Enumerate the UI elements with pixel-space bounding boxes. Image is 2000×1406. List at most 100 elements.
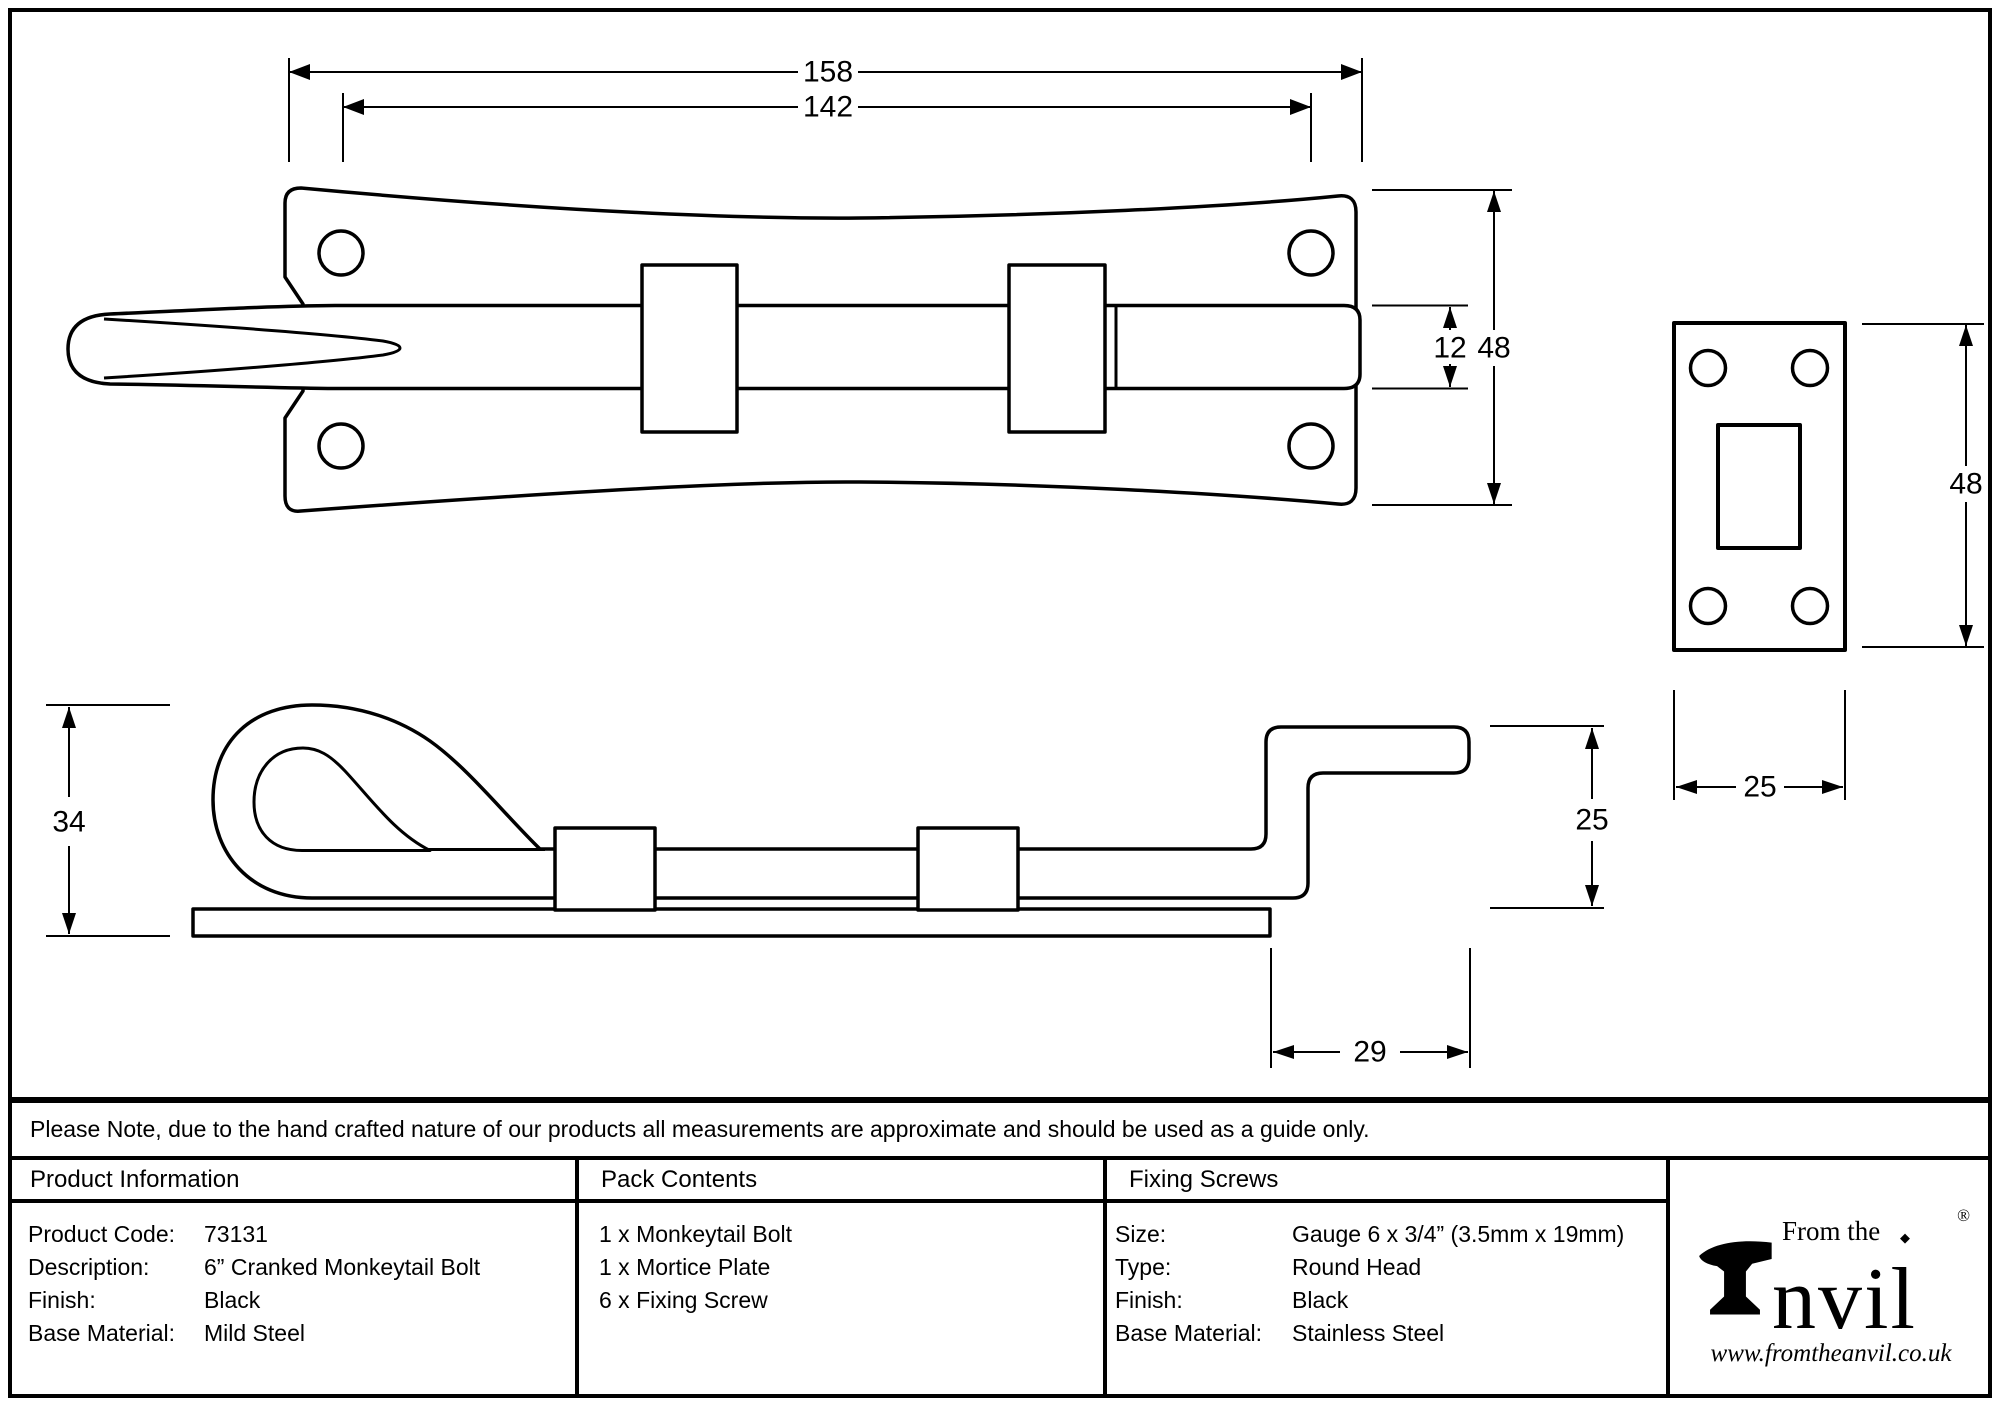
screw-hole <box>1790 586 1830 626</box>
row-label: Size: <box>1115 1221 1167 1247</box>
dimension-end-height: 34 <box>46 704 170 937</box>
dimension-crank-height: 25 <box>1490 725 1609 909</box>
from-the-anvil-logo: From the ◆ ® nvil www.fromtheanvil.co.uk <box>1696 1206 1970 1382</box>
list-item: 1 x Mortice Plate <box>599 1254 771 1280</box>
dim-mortice-height-label: 48 <box>1949 468 1982 501</box>
brand-cell: From the ◆ ® nvil www.fromtheanvil.co.uk <box>1670 1160 1992 1398</box>
row-value: Stainless Steel <box>1292 1320 1445 1346</box>
dim-hole-spacing-label: 142 <box>803 91 853 124</box>
row-value: Gauge 6 x 3/4” (3.5mm x 19mm) <box>1292 1221 1625 1247</box>
product-information-section: Product Information Product Code: 73131 … <box>8 1160 579 1398</box>
logo-website: www.fromtheanvil.co.uk <box>1710 1340 1952 1367</box>
side-view-drawing: 34 25 <box>46 703 1609 1069</box>
screw-hole <box>317 422 365 470</box>
screw-hole <box>317 229 365 277</box>
list-item: 1 x Monkeytail Bolt <box>599 1221 793 1247</box>
logo-prefix: From the <box>1782 1216 1881 1246</box>
arrowhead <box>1959 325 1973 346</box>
guide-block-side <box>916 826 1020 912</box>
arrowhead <box>1585 885 1599 906</box>
table-row: Base Material: Mild Steel <box>28 1317 575 1350</box>
row-value: Round Head <box>1292 1254 1422 1280</box>
arrowhead <box>343 99 364 115</box>
pack-contents-header: Pack Contents <box>579 1160 1103 1203</box>
bolt-slot <box>1716 423 1802 550</box>
screw-hole <box>1688 586 1728 626</box>
arrowhead <box>1341 64 1362 80</box>
row-label: Type: <box>1115 1254 1172 1280</box>
row-value: 6” Cranked Monkeytail Bolt <box>204 1254 481 1280</box>
diamond-icon: ◆ <box>1900 1230 1910 1245</box>
screw-hole <box>1790 348 1830 388</box>
row-value: 73131 <box>204 1221 268 1247</box>
guide-block <box>640 263 739 434</box>
arrowhead <box>1273 1045 1294 1059</box>
row-value: Mild Steel <box>204 1320 305 1346</box>
dimension-overall-width: 158 <box>289 56 1362 89</box>
dim-crank-length-label: 29 <box>1353 1036 1386 1069</box>
dim-overall-width-label: 158 <box>803 56 853 89</box>
dim-mortice-width-label: 25 <box>1743 771 1776 804</box>
monkeytail-curl-inner <box>252 746 432 852</box>
table-row: Description: 6” Cranked Monkeytail Bolt <box>28 1251 575 1284</box>
dimension-crank-length: 29 <box>1270 948 1471 1069</box>
row-label: Description: <box>28 1254 150 1280</box>
handle-blade-outline <box>103 317 402 380</box>
baseplate-side <box>191 907 1272 938</box>
arrowhead <box>1822 780 1843 794</box>
product-information-header: Product Information <box>8 1160 575 1203</box>
arrowhead <box>1443 307 1457 328</box>
section-title: Product Information <box>30 1165 240 1193</box>
list-item: 6 x Fixing Screw <box>599 1287 768 1313</box>
arrowhead <box>1676 780 1697 794</box>
table-row: Type: Round Head <box>1115 1251 1666 1284</box>
note-text: Please Note, due to the hand crafted nat… <box>30 1116 1370 1142</box>
arrowhead <box>62 913 76 934</box>
pack-contents-section: Pack Contents 1 x Monkeytail Bolt 1 x Mo… <box>579 1160 1107 1398</box>
arrowhead <box>1447 1045 1468 1059</box>
table-row: Product Code: 73131 <box>28 1218 575 1251</box>
row-value: Black <box>204 1287 261 1313</box>
dimension-mortice-width: 25 <box>1673 690 1846 804</box>
row-label: Base Material: <box>1115 1320 1263 1346</box>
anvil-icon <box>1699 1241 1772 1315</box>
fixing-screws-header: Fixing Screws <box>1107 1160 1666 1203</box>
arrowhead <box>1487 483 1501 504</box>
table-row: Size: Gauge 6 x 3/4” (3.5mm x 19mm) <box>1115 1218 1666 1251</box>
guide-block <box>1007 263 1107 434</box>
fixing-screws-section: Fixing Screws Size: Gauge 6 x 3/4” (3.5m… <box>1107 1160 1670 1398</box>
table-row: Base Material: Stainless Steel <box>1115 1317 1666 1350</box>
section-title: Pack Contents <box>601 1165 758 1193</box>
row-value: Black <box>1292 1287 1349 1313</box>
top-view-drawing: 158 142 <box>66 56 1512 513</box>
arrowhead <box>1959 625 1973 646</box>
screw-hole <box>1287 229 1335 277</box>
dimension-mortice-height: 48 <box>1862 323 1984 648</box>
dim-plate-height-label: 48 <box>1477 332 1510 365</box>
mortice-plate-drawing: 48 25 <box>1672 321 1984 804</box>
screw-hole <box>1688 348 1728 388</box>
arrowhead <box>62 707 76 728</box>
row-label: Product Code: <box>28 1221 176 1247</box>
row-label: Finish: <box>1115 1287 1183 1313</box>
row-label: Base Material: <box>28 1320 176 1346</box>
row-label: Finish: <box>28 1287 96 1313</box>
dim-end-height-label: 34 <box>52 806 85 839</box>
guide-block-side <box>553 826 657 912</box>
arrowhead <box>1290 99 1311 115</box>
section-title: Fixing Screws <box>1129 1165 1279 1193</box>
technical-drawing: 158 142 <box>46 56 1984 1069</box>
arrowhead <box>1443 366 1457 387</box>
dim-bolt-width-label: 12 <box>1433 332 1466 365</box>
dimension-plate-height: 48 <box>1372 189 1512 506</box>
table-row: Finish: Black <box>1115 1284 1666 1317</box>
dimension-hole-spacing: 142 <box>343 91 1311 124</box>
screw-hole <box>1287 422 1335 470</box>
cranked-bolt-side <box>211 703 1471 900</box>
logo-brand-text: nvil <box>1772 1251 1917 1348</box>
dimension-bolt-width: 12 <box>1372 304 1468 390</box>
measurement-note: Please Note, due to the hand crafted nat… <box>8 1097 1992 1160</box>
dim-crank-height-label: 25 <box>1575 804 1608 837</box>
arrowhead <box>1585 728 1599 749</box>
